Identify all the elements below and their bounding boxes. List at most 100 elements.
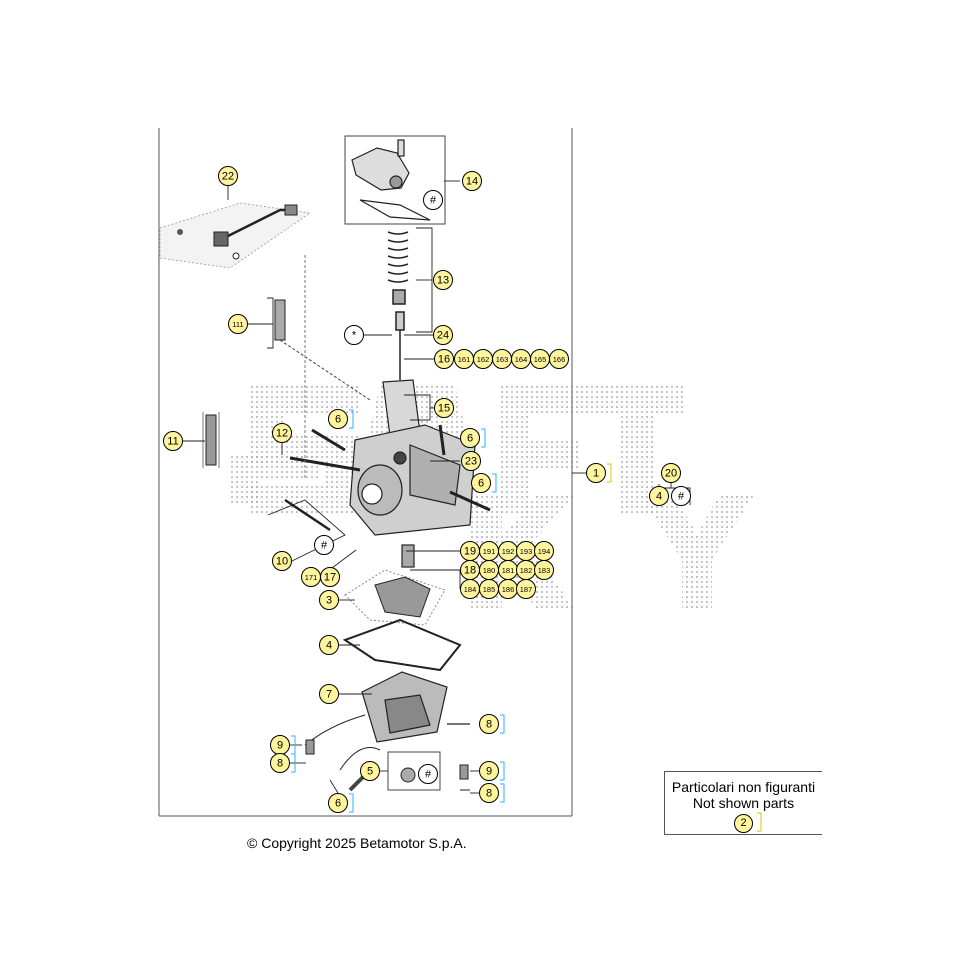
callout-bubble[interactable] [479,783,499,803]
callout-bubble[interactable] [270,753,290,773]
callout-bubble[interactable] [344,325,364,345]
callout-bubble[interactable] [433,270,453,290]
callout-c164[interactable]: 164 [511,349,531,369]
callout-bubble[interactable] [218,166,238,186]
callout-c18[interactable]: 18 [460,560,480,580]
callout-c11[interactable]: 11 [163,431,183,451]
callout-c111[interactable]: 111 [228,314,248,334]
callout-bubble[interactable] [319,684,339,704]
callout-c20a[interactable]: 4 [649,486,669,506]
callout-label: 3 [326,595,332,607]
callout-c3[interactable]: 3 [319,590,339,610]
callout-c6b[interactable]: 6 [460,428,480,448]
callout-c20[interactable]: 20 [661,463,681,483]
callout-c9a[interactable]: 9 [270,735,290,755]
callout-bubble[interactable] [418,764,438,784]
callout-bubble[interactable] [228,314,248,334]
callout-c186[interactable]: 186 [498,579,518,599]
callout-c193[interactable]: 193 [516,541,536,561]
callout-bubble[interactable] [434,349,454,369]
callout-c1[interactable]: 1 [586,463,606,483]
callout-bubble[interactable] [319,635,339,655]
callout-bubble[interactable] [360,761,380,781]
callout-c23[interactable]: 23 [461,451,481,471]
callout-c8c[interactable]: 8 [479,783,499,803]
callout-bubble[interactable] [163,431,183,451]
callout-bubble[interactable] [314,535,334,555]
callout-bubble[interactable] [462,171,482,191]
callout-c5[interactable]: 5 [360,761,380,781]
callout-bubble[interactable] [549,349,569,369]
callout-c187[interactable]: 187 [516,579,536,599]
callout-bubble[interactable] [534,560,554,580]
callout-bubble[interactable] [516,579,536,599]
callout-bubble[interactable] [433,325,453,345]
callout-label: 9 [486,766,492,778]
callout-bubble[interactable] [479,714,499,734]
callout-bubble[interactable] [461,451,481,471]
callout-c8a[interactable]: 8 [479,714,499,734]
not-shown-ref-callout[interactable]: 2 [734,814,753,833]
callout-c163[interactable]: 163 [492,349,512,369]
callout-c22[interactable]: 22 [218,166,238,186]
callout-c17[interactable]: 17 [320,567,340,587]
callout-c180[interactable]: 180 [479,560,499,580]
callout-c161[interactable]: 161 [454,349,474,369]
callout-c166[interactable]: 166 [549,349,569,369]
callout-bubble[interactable] [423,190,443,210]
callout-label: 20 [665,468,677,480]
callout-c7[interactable]: 7 [319,684,339,704]
callout-c171[interactable]: 171 [301,567,321,587]
callout-label: 164 [515,355,528,364]
callout-c165[interactable]: 165 [530,349,550,369]
callout-bubble[interactable] [328,409,348,429]
callout-c162[interactable]: 162 [473,349,493,369]
callout-c16[interactable]: 16 [434,349,454,369]
callout-c192[interactable]: 192 [498,541,518,561]
callout-c14[interactable]: 14 [462,171,482,191]
callout-label: 193 [520,547,533,556]
yellow-brackets [607,463,762,832]
callout-c6a[interactable]: 6 [328,409,348,429]
callout-bubble[interactable] [471,473,491,493]
callout-c182[interactable]: 182 [516,560,536,580]
callout-cstar[interactable]: * [344,325,364,345]
callout-bubble[interactable] [434,398,454,418]
callout-c6c[interactable]: 6 [471,473,491,493]
callout-bubble[interactable] [328,793,348,813]
callout-c6d[interactable]: 6 [328,793,348,813]
callout-c12[interactable]: 12 [272,423,292,443]
callout-c15[interactable]: 15 [434,398,454,418]
callout-c9b[interactable]: 9 [479,761,499,781]
callout-bubble[interactable] [671,486,691,506]
main-frame [158,128,573,817]
callout-bubble[interactable] [649,486,669,506]
callout-c191[interactable]: 191 [479,541,499,561]
callout-bubble[interactable] [319,590,339,610]
callout-c185[interactable]: 185 [479,579,499,599]
callout-bubble[interactable] [586,463,606,483]
callout-bubble[interactable] [661,463,681,483]
callout-c14h[interactable]: # [423,190,443,210]
callout-c183[interactable]: 183 [534,560,554,580]
callout-c10h[interactable]: # [314,535,334,555]
callout-c10[interactable]: 10 [272,551,292,571]
callout-c194[interactable]: 194 [534,541,554,561]
callout-label: 166 [553,355,566,364]
callout-bubble[interactable] [479,761,499,781]
callout-bubble[interactable] [272,423,292,443]
callout-c5h[interactable]: # [418,764,438,784]
callout-c24[interactable]: 24 [433,325,453,345]
callout-c4[interactable]: 4 [319,635,339,655]
callout-c19[interactable]: 19 [460,541,480,561]
callout-c8b[interactable]: 8 [270,753,290,773]
screw-11 [202,412,220,468]
callout-c181[interactable]: 181 [498,560,518,580]
callout-label: 6 [467,433,473,445]
callout-bubble[interactable] [460,428,480,448]
callout-bubble[interactable] [272,551,292,571]
callout-c13[interactable]: 13 [433,270,453,290]
callout-c20b[interactable]: # [671,486,691,506]
callout-c184[interactable]: 184 [460,579,480,599]
callout-bubble[interactable] [320,567,340,587]
